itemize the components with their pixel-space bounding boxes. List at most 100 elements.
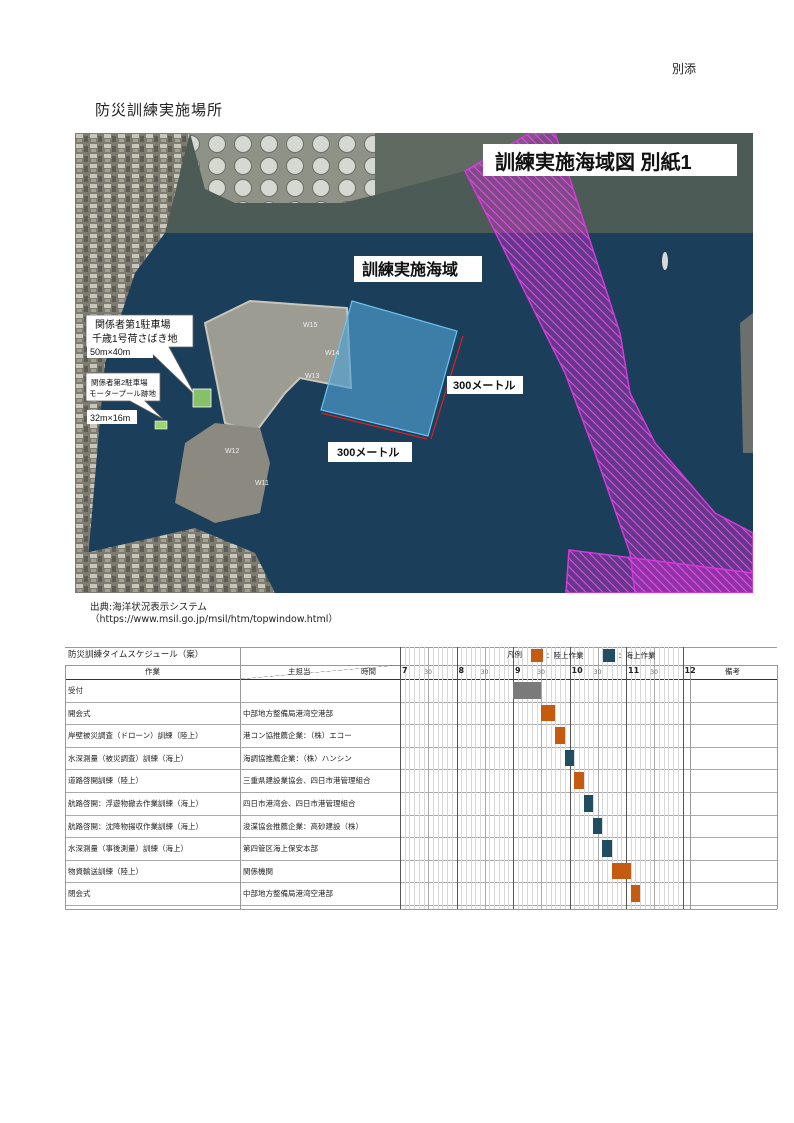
time-grid-line xyxy=(621,647,623,909)
row-person: 中部地方整備局港湾空港部 xyxy=(243,889,333,899)
time-grid-line xyxy=(673,647,675,909)
hour-label: 7 xyxy=(402,666,408,675)
source-line2: （https://www.msil.go.jp/msil/htm/topwind… xyxy=(90,614,338,625)
row-task: 航路啓開：浮遊物撤去作業訓練（海上） xyxy=(68,799,203,808)
legend-label: 凡例 xyxy=(507,650,522,659)
time-grid-line xyxy=(480,647,482,909)
time-grid-line xyxy=(461,647,463,909)
time-grid-line xyxy=(677,647,679,909)
time-grid-line xyxy=(451,647,453,909)
map-banner: 訓練実施海域図 別紙1 xyxy=(495,150,692,174)
legend-text: ：陸上作業 xyxy=(546,651,584,660)
parking2-line1: 関係者第2駐車場 xyxy=(91,377,148,387)
time-grid-line xyxy=(654,647,656,909)
schedule-bar xyxy=(574,772,584,789)
training-area-map: W15 W14 W13 W12 W11 訓練実施海域図 別紙1 訓練実施海域 関… xyxy=(75,133,753,593)
berth-label: W13 xyxy=(305,373,320,380)
parking1-area xyxy=(192,388,212,408)
time-grid-line xyxy=(508,647,510,909)
time-grid-line xyxy=(409,647,411,909)
row-line xyxy=(65,859,777,861)
time-grid-line xyxy=(484,647,486,909)
legend-swatch xyxy=(603,649,615,662)
time-grid-line xyxy=(588,647,590,909)
row-person: 四日市港湾会、四日市港管理組合 xyxy=(243,799,356,808)
berth-label: W14 xyxy=(325,350,340,357)
time-grid-line xyxy=(560,647,562,909)
header-row-line xyxy=(65,679,777,681)
schedule-bar xyxy=(630,885,641,902)
berth-label: W11 xyxy=(255,480,269,487)
time-grid-line xyxy=(423,647,425,909)
legend-text: ：海上作業 xyxy=(618,651,656,660)
legend-swatch xyxy=(531,649,543,662)
parking2-callout xyxy=(85,372,164,420)
row-line xyxy=(65,814,777,816)
col-line xyxy=(240,665,241,909)
berth-label: W15 xyxy=(303,322,318,329)
time-grid-line xyxy=(494,647,496,909)
row-task: 開会式 xyxy=(68,708,91,718)
dim-bottom-label: 300メートル xyxy=(337,446,399,459)
schedule-bar xyxy=(583,795,594,812)
time-grid-line xyxy=(442,647,444,909)
head-task: 作業 xyxy=(145,667,160,676)
row-task: 閉会式 xyxy=(68,889,91,899)
time-grid-line xyxy=(400,647,401,909)
hour-label: 8 xyxy=(458,666,465,675)
row-line xyxy=(65,701,777,703)
parking1-line1: 関係者第1駐車場 xyxy=(95,318,171,331)
time-grid-line xyxy=(597,647,599,909)
time-grid-line xyxy=(522,647,524,909)
lower-pier xyxy=(175,423,270,523)
row-person: 第四管区海上保安本部 xyxy=(243,844,318,854)
row-line xyxy=(65,792,777,793)
schedule-bar xyxy=(541,704,556,722)
dim-bottom-box xyxy=(328,442,412,462)
time-grid-line xyxy=(428,647,430,909)
training-square xyxy=(320,300,458,437)
time-grid-line xyxy=(418,647,420,909)
ship xyxy=(662,252,668,270)
page-title: 防災訓練実施場所 xyxy=(95,101,224,119)
row-task: 水深測量（被災調査）訓練（海上） xyxy=(68,753,188,763)
time-grid-line xyxy=(658,647,660,909)
time-grid-line xyxy=(668,647,670,909)
time-grid-line xyxy=(564,647,566,909)
time-grid-line xyxy=(447,647,449,909)
time-grid-line xyxy=(437,647,439,909)
time-grid-line xyxy=(663,647,665,909)
time-grid-line xyxy=(470,647,472,909)
row-line xyxy=(65,746,777,748)
time-grid-line xyxy=(593,647,595,909)
left-shore xyxy=(75,133,190,593)
row-task: 水深測量（事後測量）訓練（海上） xyxy=(68,844,188,854)
col-line xyxy=(777,665,778,909)
time-grid-line xyxy=(545,647,547,909)
half-hour-label: 30 xyxy=(424,669,432,676)
row-person: 中部地方整備局港湾空港部 xyxy=(243,708,333,718)
col-line xyxy=(65,665,66,909)
time-grid-line xyxy=(456,647,458,909)
hour-label: 11 xyxy=(628,666,640,675)
hour-label: 10 xyxy=(571,666,583,675)
schedule-bar xyxy=(593,817,603,835)
berth-label: W12 xyxy=(225,448,240,455)
row-task: 物資輸送訓練（陸上） xyxy=(68,866,143,876)
row-line xyxy=(65,769,777,771)
time-grid-line xyxy=(498,647,500,909)
time-grid-line xyxy=(611,647,613,909)
row-line xyxy=(65,882,777,884)
schedule-bar xyxy=(602,840,612,857)
time-grid-line xyxy=(531,647,533,909)
row-person: 海調協推薦企業：（株）ハンシン xyxy=(243,753,352,763)
half-hour-label: 30 xyxy=(480,669,489,676)
hour-label: 12 xyxy=(684,666,696,675)
parking1-size: 50m×40m xyxy=(90,347,130,357)
time-grid-line xyxy=(640,647,642,909)
time-grid-line xyxy=(513,647,514,909)
parking2-line2: モータープール跡地 xyxy=(89,388,157,398)
col-line xyxy=(240,647,241,665)
half-hour-label: 30 xyxy=(593,669,602,676)
col-line xyxy=(690,665,691,909)
